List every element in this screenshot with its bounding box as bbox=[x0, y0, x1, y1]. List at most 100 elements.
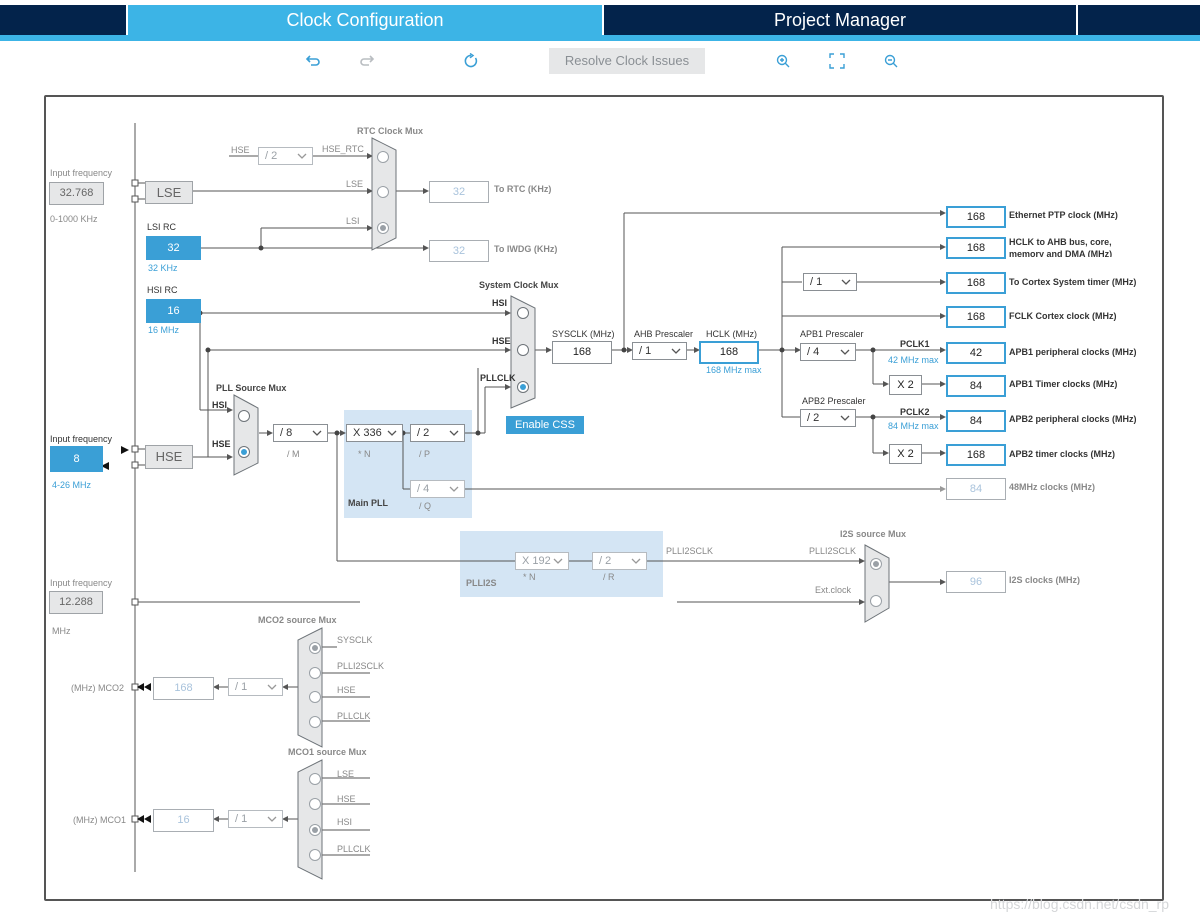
mco2-hse-label: HSE bbox=[337, 685, 356, 695]
redo-icon[interactable] bbox=[356, 50, 378, 72]
rtc-radio-lsi[interactable] bbox=[377, 222, 389, 234]
ahb-prescaler-select[interactable]: / 1 bbox=[632, 342, 687, 360]
enable-css-button[interactable]: Enable CSS bbox=[506, 416, 584, 434]
tab-clock-configuration[interactable]: Clock Configuration bbox=[128, 5, 602, 35]
pll-m-divider[interactable]: / 8 bbox=[273, 424, 328, 442]
lse-input-field[interactable]: 32.768 bbox=[49, 182, 104, 205]
mco2-sysclk-label: SYSCLK bbox=[337, 635, 373, 645]
apb1-peripheral-value[interactable]: 42 bbox=[946, 342, 1006, 364]
rtc-hse-divider[interactable]: / 2 bbox=[258, 147, 313, 165]
resolve-clock-issues-button[interactable]: Resolve Clock Issues bbox=[549, 48, 705, 74]
plli2s-r-label: / R bbox=[603, 572, 615, 582]
hse-range: 4-26 MHz bbox=[52, 480, 92, 490]
pll-p-divider[interactable]: / 2 bbox=[410, 424, 465, 442]
chevron-down-icon bbox=[312, 430, 322, 436]
pclk2-max: 84 MHz max bbox=[888, 421, 939, 431]
mco2-divider[interactable]: / 1 bbox=[228, 678, 283, 696]
apb1-timer-multiplier: X 2 bbox=[889, 375, 922, 395]
zoom-out-icon[interactable] bbox=[880, 50, 902, 72]
cortex-timer-value[interactable]: 168 bbox=[946, 272, 1006, 294]
apb1-prescaler-select[interactable]: / 4 bbox=[800, 343, 856, 361]
hsi-label: HSI RC bbox=[147, 285, 178, 295]
mco2-divider-value: / 1 bbox=[235, 681, 248, 693]
i2s-mux-ext-label: Ext.clock bbox=[815, 585, 852, 595]
plli2s-r-divider[interactable]: / 2 bbox=[592, 552, 647, 570]
apb2-timer-label: APB2 timer clocks (MHz) bbox=[1009, 449, 1116, 459]
rtc-hse-divider-value: / 2 bbox=[265, 150, 278, 162]
mco1-radio-hsi[interactable] bbox=[309, 824, 321, 836]
mco1-hsi-label: HSI bbox=[337, 817, 353, 827]
lsi-note: 32 KHz bbox=[148, 263, 178, 273]
cortex-timer-divider-value: / 1 bbox=[810, 276, 823, 288]
hclk-ahb-value[interactable]: 168 bbox=[946, 237, 1006, 259]
sysmux-radio-pllclk[interactable] bbox=[517, 381, 529, 393]
tab-project-manager[interactable]: Project Manager bbox=[604, 5, 1076, 35]
pclk2-label: PCLK2 bbox=[900, 407, 930, 417]
tab-stub-left[interactable] bbox=[0, 5, 126, 35]
undo-icon[interactable] bbox=[302, 50, 324, 72]
rtc-output-value: 32 bbox=[429, 181, 489, 203]
mco2-radio-sysclk[interactable] bbox=[309, 642, 321, 654]
apb1-timer-value[interactable]: 84 bbox=[946, 375, 1006, 397]
apb2-prescaler-value: / 2 bbox=[807, 412, 820, 424]
ethernet-ptp-label: Ethernet PTP clock (MHz) bbox=[1009, 210, 1118, 220]
sysclk-value[interactable]: 168 bbox=[552, 341, 612, 364]
rtc-hse-label: HSE bbox=[231, 145, 250, 155]
mco2-plli2sclk-label: PLLI2SCLK bbox=[337, 661, 385, 671]
chevron-down-icon bbox=[449, 486, 459, 492]
lse-source: LSE bbox=[145, 181, 193, 204]
ethernet-ptp-value[interactable]: 168 bbox=[946, 206, 1006, 228]
mco2-radio-hse[interactable] bbox=[309, 691, 321, 703]
apb2-timer-multiplier: X 2 bbox=[889, 444, 922, 464]
pll-m-divider-value: / 8 bbox=[280, 427, 293, 439]
hse-input-caption: Input frequency bbox=[50, 434, 113, 444]
plli2s-n-multiplier[interactable]: X 192 bbox=[515, 552, 569, 570]
apb2-timer-value[interactable]: 168 bbox=[946, 444, 1006, 466]
fclk-value[interactable]: 168 bbox=[946, 306, 1006, 328]
apb2-prescaler-select[interactable]: / 2 bbox=[800, 409, 856, 427]
mco1-radio-lse[interactable] bbox=[309, 773, 321, 785]
pllmux-radio-hse[interactable] bbox=[238, 446, 250, 458]
mco1-radio-hse[interactable] bbox=[309, 798, 321, 810]
pll-n-multiplier[interactable]: X 336 bbox=[346, 424, 403, 442]
pll-q-divider[interactable]: / 4 bbox=[410, 480, 465, 498]
rtc-radio-lse[interactable] bbox=[377, 186, 389, 198]
lse-input-caption: Input frequency bbox=[50, 168, 113, 178]
refresh-icon[interactable] bbox=[460, 50, 482, 72]
chevron-down-icon bbox=[631, 558, 641, 564]
apb1-timer-label: APB1 Timer clocks (MHz) bbox=[1009, 379, 1118, 389]
sysmux-radio-hsi[interactable] bbox=[517, 307, 529, 319]
mco1-radio-pllclk[interactable] bbox=[309, 849, 321, 861]
ext-input-field[interactable]: 12.288 bbox=[49, 591, 103, 614]
cortex-timer-divider[interactable]: / 1 bbox=[803, 273, 857, 291]
i2s-radio-plli2sclk[interactable] bbox=[870, 558, 882, 570]
chevron-down-icon bbox=[840, 415, 850, 421]
mco2-mux-title: MCO2 source Mux bbox=[258, 615, 337, 625]
mco2-pllclk-label: PLLCLK bbox=[337, 711, 371, 721]
chevron-down-icon bbox=[449, 430, 459, 436]
ahb-prescaler-label: AHB Prescaler bbox=[634, 329, 694, 339]
plli2s-n-value: X 192 bbox=[522, 555, 551, 567]
pllmux-radio-hsi[interactable] bbox=[238, 410, 250, 422]
apb2-peripheral-value[interactable]: 84 bbox=[946, 410, 1006, 432]
sysmux-pllclk-label: PLLCLK bbox=[480, 373, 516, 383]
zoom-in-icon[interactable] bbox=[772, 50, 794, 72]
pll-m-label: / M bbox=[287, 449, 300, 459]
i2s-radio-ext[interactable] bbox=[870, 595, 882, 607]
hclk-value[interactable]: 168 bbox=[699, 341, 759, 364]
hse-input-field[interactable]: 8 bbox=[50, 446, 103, 472]
fit-icon[interactable] bbox=[826, 50, 848, 72]
rtc-radio-hse[interactable] bbox=[377, 151, 389, 163]
hse-source[interactable]: HSE bbox=[145, 445, 193, 469]
chevron-down-icon bbox=[267, 816, 277, 822]
mco2-radio-plli2sclk[interactable] bbox=[309, 667, 321, 679]
mco1-divider[interactable]: / 1 bbox=[228, 810, 283, 828]
mco2-radio-pllclk[interactable] bbox=[309, 716, 321, 728]
pllmux-hse-label: HSE bbox=[212, 439, 231, 449]
mco1-label: (MHz) MCO1 bbox=[73, 815, 126, 825]
chevron-down-icon bbox=[671, 348, 681, 354]
lse-range: 0-1000 KHz bbox=[50, 214, 98, 224]
pll-q-divider-value: / 4 bbox=[417, 483, 430, 495]
sysmux-radio-hse[interactable] bbox=[517, 344, 529, 356]
tab-stub-right[interactable] bbox=[1078, 5, 1200, 35]
